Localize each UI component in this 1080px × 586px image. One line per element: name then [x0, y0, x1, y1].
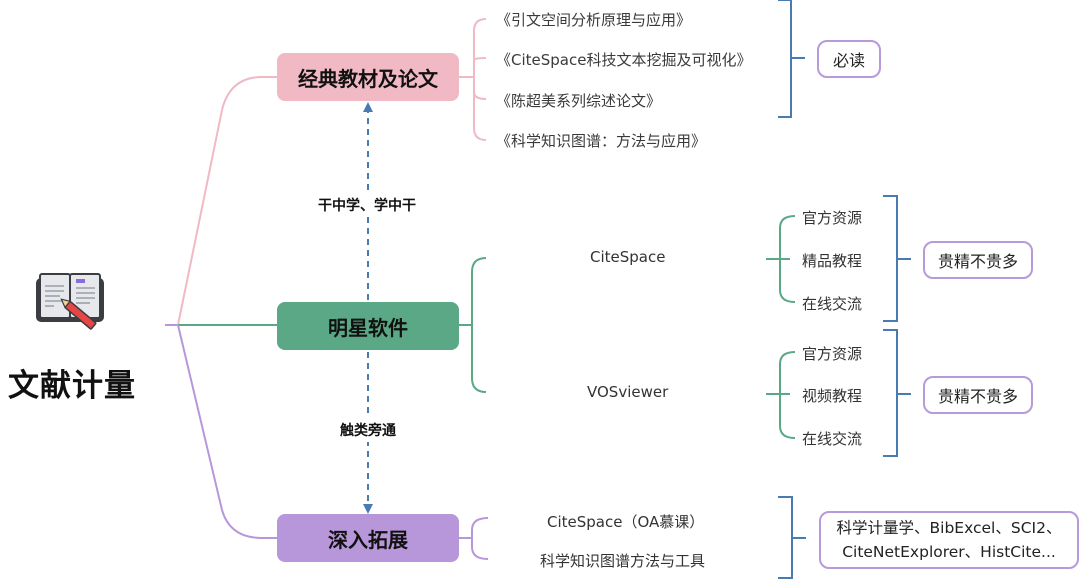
classic-item[interactable]: 《引文空间分析原理与应用》	[496, 11, 692, 29]
software-item[interactable]: 视频教程	[802, 387, 863, 405]
summary-quality-over-quantity[interactable]: 贵精不贵多	[923, 376, 1033, 414]
software-item[interactable]: 官方资源	[802, 345, 863, 363]
summary-tools[interactable]: 科学计量学、BibExcel、SCI2、 CiteNetExplorer、His…	[819, 511, 1079, 569]
edge-root-classic	[177, 76, 277, 326]
extend-item[interactable]: 科学知识图谱方法与工具	[540, 552, 706, 570]
bracket-vosviewer	[883, 329, 911, 457]
software-item[interactable]: 官方资源	[802, 209, 863, 227]
brace-extend	[471, 517, 489, 560]
tools-line: CiteNetExplorer、HistCite...	[842, 543, 1056, 561]
bracket-tools	[778, 496, 806, 579]
bracket-citespace	[883, 195, 911, 322]
brace-citespace	[766, 215, 796, 303]
open-book-pencil-icon	[36, 273, 104, 330]
branch-classic-texts[interactable]: 经典教材及论文	[277, 53, 459, 101]
bracket-bidu	[778, 0, 805, 118]
software-vosviewer[interactable]: VOSviewer	[587, 383, 669, 401]
extend-item[interactable]: CiteSpace（OA慕课）	[547, 513, 705, 531]
edge-root-extend	[177, 324, 277, 539]
brace-classic	[473, 18, 487, 141]
classic-item[interactable]: 《科学知识图谱：方法与应用》	[496, 132, 707, 150]
tools-line: 科学计量学、BibExcel、SCI2、	[836, 519, 1062, 537]
classic-item[interactable]: 《CiteSpace科技文本挖掘及可视化》	[496, 51, 752, 69]
summary-must-read[interactable]: 必读	[817, 40, 881, 78]
software-citespace[interactable]: CiteSpace	[590, 248, 666, 266]
relation-label-analogy[interactable]: 触类旁通	[338, 418, 398, 442]
brace-vosviewer	[766, 351, 796, 439]
summary-quality-over-quantity[interactable]: 贵精不贵多	[923, 241, 1033, 279]
branch-deep-extension[interactable]: 深入拓展	[277, 514, 459, 562]
software-item[interactable]: 精品教程	[802, 252, 863, 270]
software-item[interactable]: 在线交流	[802, 430, 863, 448]
branch-star-software[interactable]: 明星软件	[277, 302, 459, 350]
root-title[interactable]: 文献计量	[8, 368, 136, 404]
relation-label-learn-by-doing[interactable]: 干中学、学中干	[316, 193, 418, 217]
classic-item[interactable]: 《陈超美系列综述论文》	[496, 92, 662, 110]
software-item[interactable]: 在线交流	[802, 295, 863, 313]
brace-software	[471, 257, 487, 393]
